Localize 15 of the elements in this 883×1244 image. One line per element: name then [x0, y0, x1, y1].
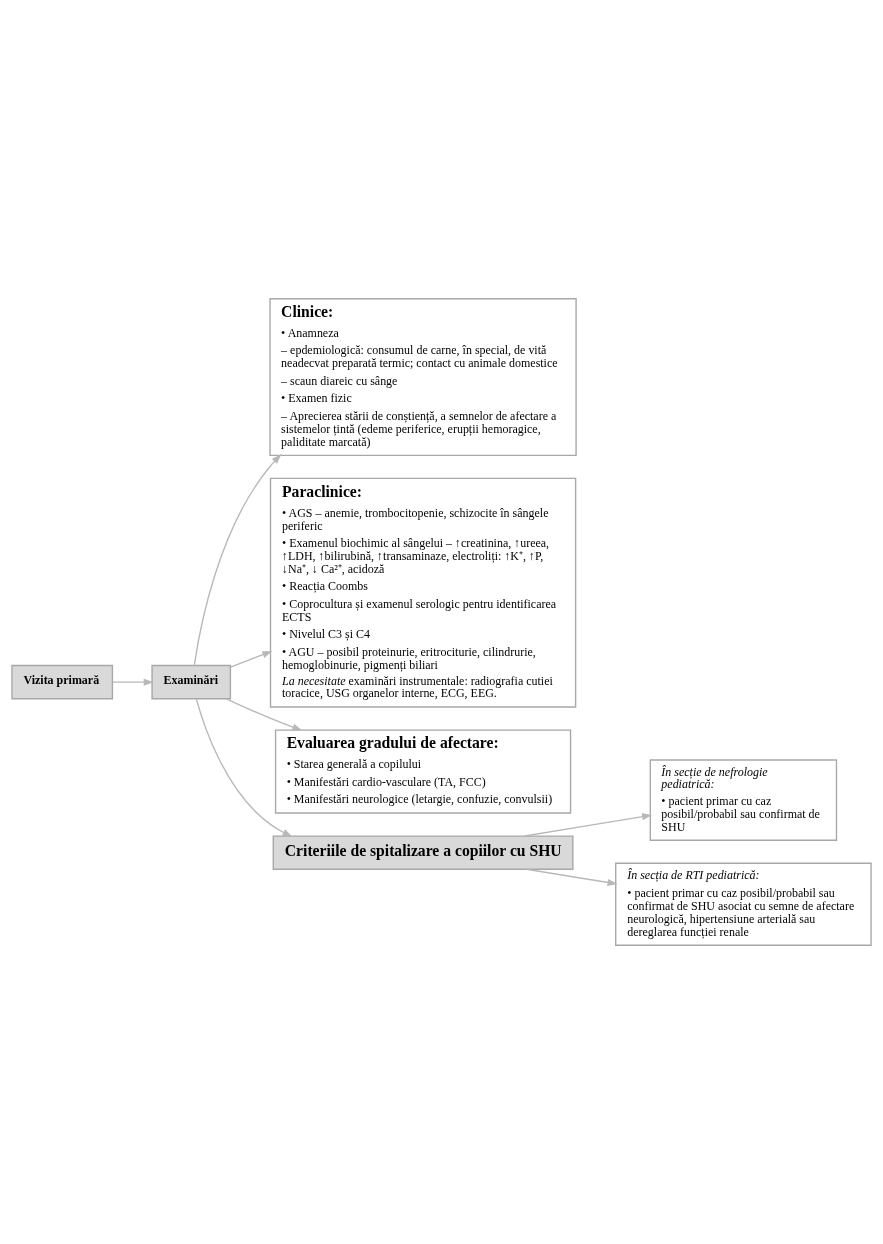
arrow	[195, 698, 293, 837]
node-box: Evaluarea gradului de afectare: • Starea generală a copilului • Manifestări cardio-vasculare (TA, FCC) • Manifestări neurologice (letargie, confuzie, convulsii)	[274, 729, 572, 814]
arrow	[111, 678, 154, 686]
node-box: Paraclinice: • AGS – anemie, trombocitopenie, schizocite în sângele periferic • Examenul biochimic al sângelui – ↑creatinina, ↑ureea, ↑LDH, ↑bilirubină, ↑transaminaze, electroliți: ↑K⁺, ↑P, ↓Na⁺, ↓ Ca²⁺, acidoză • Reacția Coombs • Coprocultura și examenul serologic pentru identificarea ECTS • Nivelul C3 și C4 • AGU – posibil proteinurie, eritrociturie, cilindrurie, hemoglobinurie, pigmenți biliari La necesitate examinări instrumentale: radiografia cutiei toracice, USG organelor interne, ECG, EEG.	[269, 477, 577, 708]
node-box: Examinări	[151, 664, 232, 700]
arrow	[525, 868, 618, 886]
arrow	[229, 650, 273, 668]
node-box: În secția de RTI pediatrică: • pacient primar cu caz posibil/probabil sau confirmat de SHU asociat cu semne de afectare neurologică, hipertensiune arterială sau dereglarea funcției renale	[615, 862, 872, 946]
arrow	[225, 698, 303, 731]
node-box: În secție de nefrologie pediatrică: • pacient primar cu caz posibil/probabil sau confirmat de SHU	[649, 759, 838, 841]
arrow	[524, 813, 653, 837]
node-box: Vizita primară	[11, 664, 114, 700]
arrow	[193, 454, 282, 667]
node-box: Clinice: • Anamneza – epdemiologică: consumul de carne, în special, de vită neadecvat preparată termic; contact cu animale domestice – scaun diareic cu sânge • Examen fizic – Aprecierea stării de conștiență, a semnelor de afectare a sistemelor țintă (edeme periferice, erupții hemoragice, paliditate marcată)	[269, 298, 577, 457]
node-box: Criteriile de spitalizare a copiilor cu SHU	[272, 835, 574, 870]
